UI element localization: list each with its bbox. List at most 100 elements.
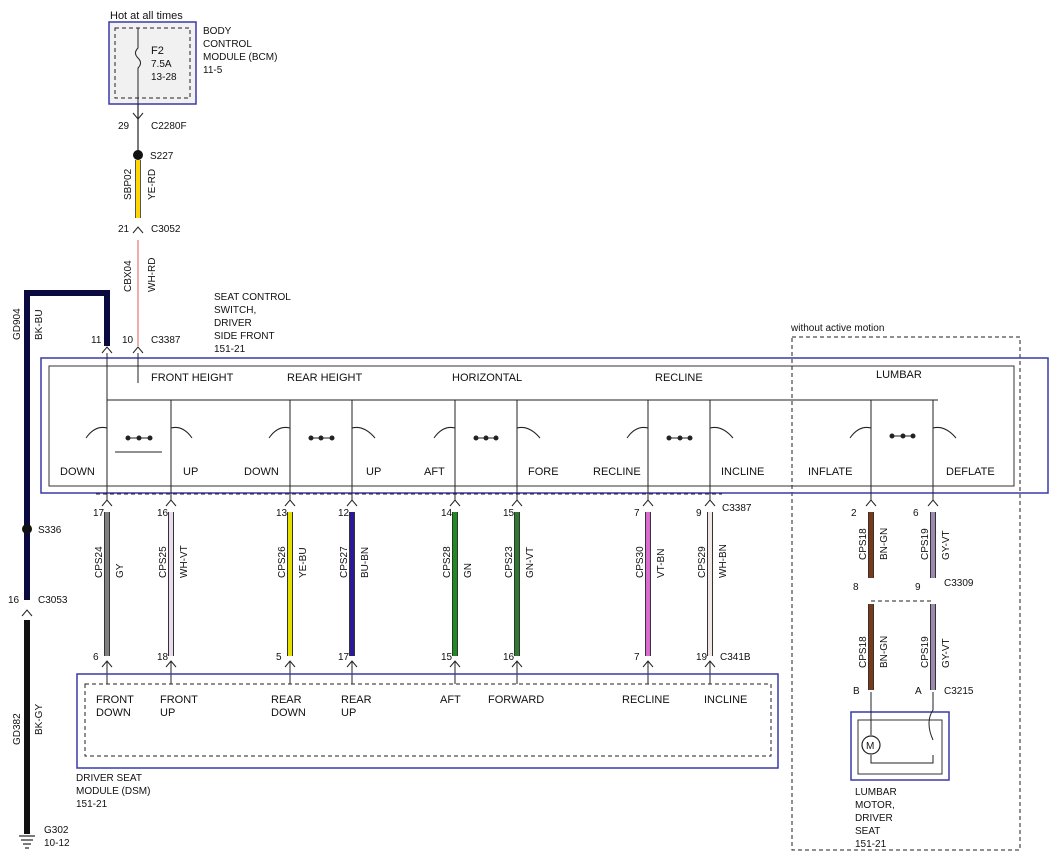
wire-circuit-label: CPS29 (697, 546, 708, 578)
pos-front-down: DOWN (60, 466, 95, 478)
wire-circuit-label: CPS27 (339, 546, 350, 578)
lumbar-motor-box (850, 711, 950, 781)
conn-c3387-top: C3387 (151, 335, 181, 346)
dsm-input-label: DOWN (271, 707, 306, 719)
pin-29: 29 (118, 121, 130, 132)
without-active-motion-note: without active motion (790, 323, 884, 334)
wire-color-label: GY-VT (941, 638, 952, 668)
switch-pair (85, 400, 193, 453)
pin-10: 10 (122, 335, 134, 346)
wire-circuit-label: CPS24 (94, 546, 105, 578)
wire-color-label: GN-VT (525, 547, 536, 578)
seat-switch-label: SEAT CONTROL SWITCH, DRIVER SIDE FRONT 1… (214, 292, 291, 355)
lumbar-motor-label: LUMBAR MOTOR, DRIVER SEAT 151-21 (855, 787, 897, 850)
pos-deflate: DEFLATE (946, 466, 995, 478)
lumbar-motor-label-line: DRIVER (855, 813, 893, 824)
dsm-label-line: MODULE (DSM) (76, 786, 150, 797)
connector-arrow (865, 499, 877, 507)
bcm-box (108, 21, 197, 105)
wire-bottom-pin: B (853, 686, 860, 697)
splice-s227: S227 (150, 151, 174, 162)
bcm-label: BODY CONTROL MODULE (BCM) 11-5 (203, 26, 277, 76)
active-motion-dashed-region (791, 336, 1021, 851)
switch-pair (626, 400, 734, 441)
conn-c3309: C3309 (944, 578, 974, 589)
wire-gd904 (24, 290, 110, 600)
connector-arrow (511, 499, 523, 507)
motor-symbol-letter: M (866, 741, 874, 752)
group-rear-height: REAR HEIGHT (287, 372, 362, 384)
pos-rear-down: DOWN (244, 466, 279, 478)
wire-color-label: VT-BN (656, 549, 667, 578)
wire-top-pin: 14 (441, 508, 453, 519)
dsm-input-label: INCLINE (704, 694, 747, 706)
pos-incline: INCLINE (721, 466, 764, 478)
connector-arrow-c3387-11 (101, 346, 113, 354)
switch-pair (433, 400, 541, 441)
seat-switch-box (40, 357, 1049, 494)
color-ye-rd: YE-RD (147, 169, 158, 200)
dsm-inner-dash (84, 683, 772, 757)
ground-symbol (19, 835, 35, 849)
dsm-input-label: REAR (341, 694, 372, 706)
dsm-input-label: UP (341, 707, 356, 719)
pos-fore: FORE (528, 466, 559, 478)
seat-switch-label-line: DRIVER (214, 318, 252, 329)
connector-arrow (704, 499, 716, 507)
color-bk-bu: BK-BU (34, 309, 45, 340)
wire-bottom-pin: 6 (93, 652, 99, 663)
splice-s336-dot (22, 524, 32, 534)
wire-color-label: GY-VT (941, 530, 952, 560)
wire-top-pin: 15 (503, 508, 515, 519)
wire-top-pin: 12 (338, 508, 350, 519)
connector-arrow-c2280f (132, 112, 144, 120)
lumbar-motor-label-line: MOTOR, (855, 800, 895, 811)
fuse-rating: 7.5A (151, 59, 172, 70)
dsm-input-label: FORWARD (488, 694, 544, 706)
wire-circuit-label: CPS28 (442, 546, 453, 578)
switch-pair (268, 400, 376, 441)
seat-switch-inner (48, 365, 1015, 487)
wire-circuit-label: CPS19 (920, 528, 931, 560)
switch-contacts (85, 400, 957, 453)
connector-arrow (927, 499, 939, 507)
wire-top-pin: 16 (157, 508, 169, 519)
ground-g302: G302 (44, 825, 69, 836)
wire-top-pin: 7 (634, 508, 640, 519)
motor-symbol (861, 735, 881, 755)
wire-mid-pin: 9 (915, 582, 921, 593)
connector-arrow-c3053 (21, 609, 33, 617)
pos-inflate: INFLATE (808, 466, 852, 478)
dsm-label-line: 151-21 (76, 799, 108, 810)
seat-switch-label-line: 151-21 (214, 344, 246, 355)
seat-switch-label-line: SEAT CONTROL (214, 292, 291, 303)
wire-color-label: GY (115, 563, 126, 578)
pos-aft: AFT (424, 466, 445, 478)
wire-top-pin: 9 (696, 508, 702, 519)
wire-color-label: BN-GN (879, 528, 890, 560)
wire-color-label: GN (463, 563, 474, 578)
bcm-label-line: BODY (203, 26, 232, 37)
dsm-input-label: AFT (440, 694, 461, 706)
wire-bottom-pin: 5 (276, 652, 282, 663)
bcm-label-line: 11-5 (203, 65, 223, 76)
dsm-label-line: DRIVER SEAT (76, 773, 142, 784)
conn-c3215: C3215 (944, 686, 974, 697)
lumbar-motor-label-line: LUMBAR (855, 787, 897, 798)
wire-circuit-label: CPS30 (635, 546, 646, 578)
dsm-box (76, 673, 779, 769)
wire-bottom-pin: A (915, 686, 922, 697)
pin-16-ground: 16 (8, 595, 20, 606)
bcm-inner-dash (114, 27, 191, 99)
color-bk-gy: BK-GY (34, 704, 45, 735)
conn-c2280f: C2280F (151, 121, 187, 132)
wire-top-pin: 6 (913, 508, 919, 519)
connector-arrow (642, 499, 654, 507)
connector-arrow (346, 499, 358, 507)
connector-arrow (284, 499, 296, 507)
wire-circuit-label: CPS23 (504, 546, 515, 578)
group-horizontal: HORIZONTAL (452, 372, 522, 384)
